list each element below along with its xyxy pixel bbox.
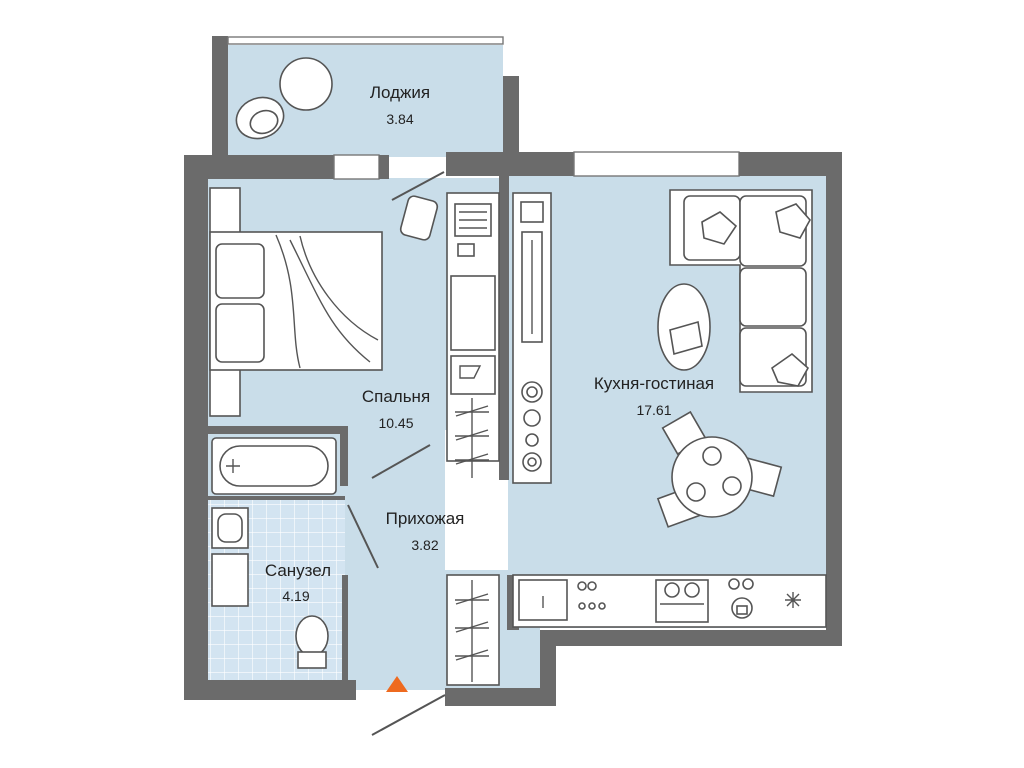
bath-wall-top <box>208 426 348 434</box>
pillow-bottom <box>215 303 265 363</box>
bathroom-area: 4.19 <box>282 588 309 604</box>
bathroom-fixtures <box>211 437 337 669</box>
hangers-hallway <box>446 574 500 686</box>
wall-top-right <box>739 152 835 176</box>
sofa <box>669 189 813 393</box>
toilet <box>295 615 329 669</box>
kitchen-furniture <box>446 189 827 686</box>
bath-door <box>347 504 379 569</box>
bath-wall-right-low <box>342 575 348 685</box>
bedroom-furniture <box>209 187 500 478</box>
walls <box>184 36 842 706</box>
entrance-door <box>371 694 446 736</box>
doors <box>347 171 446 736</box>
snowflake-icon <box>785 592 801 608</box>
wall-left <box>184 155 208 700</box>
wall-bottom-right <box>540 630 842 646</box>
loggia-furniture <box>235 57 333 140</box>
hallway-floor <box>345 430 445 690</box>
loggia-table <box>279 57 333 111</box>
bathroom-name: Санузел <box>265 561 331 580</box>
washing-machine <box>728 578 754 619</box>
hallway-name: Прихожая <box>386 509 465 528</box>
bath-partition <box>208 496 345 500</box>
kitchen-area: 17.61 <box>636 402 671 418</box>
loggia-area: 3.84 <box>386 111 413 127</box>
hob <box>655 579 709 623</box>
hangers-bedroom <box>455 398 489 478</box>
loggia-name: Лоджия <box>370 83 430 102</box>
bedroom-door <box>371 444 431 479</box>
shelf-1 <box>450 275 496 351</box>
shelf-2 <box>450 355 496 395</box>
wall-right <box>826 152 842 646</box>
bedroom-area: 10.45 <box>378 415 413 431</box>
bath-wall-right <box>340 426 348 486</box>
washing-cabinet <box>211 553 249 607</box>
bed-blanket <box>275 234 379 369</box>
pillow-top <box>215 243 265 299</box>
wall-nook-right <box>540 630 556 705</box>
kitchen-name: Кухня-гостиная <box>594 374 714 393</box>
kitchen-window <box>573 151 740 177</box>
dining-table <box>656 410 783 528</box>
bedroom-name: Спальня <box>362 387 430 406</box>
loggia-wall-right <box>503 76 519 171</box>
triangle-up-icon <box>386 676 408 692</box>
loggia-wall-left <box>212 36 228 160</box>
bedroom-window <box>333 154 380 180</box>
loggia-door <box>391 171 445 201</box>
loggia-chair <box>235 96 285 140</box>
wall-top-mid <box>379 155 389 179</box>
wall-bottom-left <box>184 680 356 700</box>
partition-vertical <box>499 176 509 480</box>
hallway-area: 3.82 <box>411 537 438 553</box>
loggia-window <box>227 36 504 45</box>
wall-top-partition <box>446 152 574 176</box>
stove-dots <box>521 381 543 472</box>
wall-bottom-nook <box>445 688 556 706</box>
desk-item <box>457 243 475 257</box>
desk-chair <box>399 195 439 241</box>
room-labels: Лоджия 3.84 Спальня 10.45 Кухня-гостиная… <box>265 83 714 604</box>
wall-top-left <box>184 155 334 179</box>
